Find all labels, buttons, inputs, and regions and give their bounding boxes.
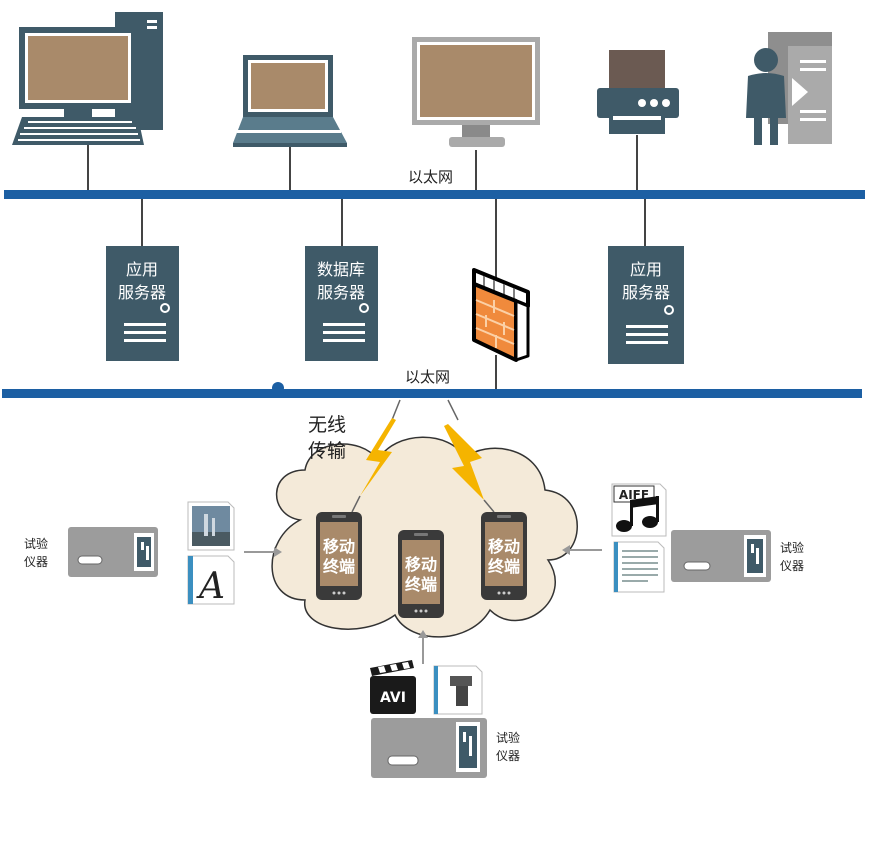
avi-video-file-icon: AVI — [370, 660, 416, 714]
aiff-audio-file-icon: AIFF — [611, 483, 667, 537]
firewall-icon — [472, 268, 530, 362]
user-document-icon — [746, 32, 832, 145]
lightning-icon — [444, 424, 484, 500]
mobile-1-label-line1: 移动 — [323, 537, 355, 556]
server-1-label-line2: 服务器 — [118, 283, 166, 302]
instrument-bottom-label-line2: 仪器 — [496, 749, 520, 763]
printer-icon — [597, 50, 679, 134]
ethernet-line-top — [4, 190, 865, 199]
arrow-right-to-cloud — [562, 545, 602, 555]
ethernet-bottom-label: 以太网 — [405, 368, 450, 386]
middle-drops — [141, 199, 646, 390]
server-3-label-line1: 应用 — [630, 260, 662, 279]
image-file-icon-bottom — [433, 665, 483, 715]
mobile-1-label-line2: 终端 — [323, 557, 355, 576]
avi-label: AVI — [380, 690, 406, 706]
mobile-terminal-right: 移动 终端 — [481, 512, 527, 600]
database-server: 数据库 服务器 — [305, 246, 378, 361]
lightning-icon — [360, 418, 396, 496]
instrument-right-label-line1: 试验 — [780, 540, 804, 555]
arrow-bottom-to-cloud — [418, 630, 428, 664]
mobile-2-label-line1: 移动 — [405, 555, 437, 574]
svg-text:A: A — [196, 566, 225, 607]
mobile-terminal-left: 移动 终端 — [316, 512, 362, 600]
monitor-icon — [412, 37, 540, 147]
mobile-terminal-center: 移动 终端 — [398, 530, 444, 618]
wireless-links — [391, 399, 459, 421]
instrument-right-label-line2: 仪器 — [780, 559, 804, 573]
font-file-icon: A — [187, 555, 235, 607]
mobile-2-label-line2: 终端 — [405, 575, 437, 594]
server-1-label-line1: 应用 — [126, 260, 158, 279]
server-2-label-line2: 服务器 — [317, 283, 365, 302]
ethernet-top-label: 以太网 — [408, 168, 453, 186]
app-server-1: 应用 服务器 — [106, 246, 179, 361]
instrument-left-label-line2: 仪器 — [24, 555, 48, 569]
app-server-2: 应用 服务器 — [608, 246, 684, 364]
wireless-label-line2: 传输 — [308, 440, 346, 462]
arrow-left-to-cloud — [244, 547, 282, 557]
instrument-bottom-label-line1: 试验 — [496, 730, 520, 745]
server-2-label-line1: 数据库 — [317, 260, 365, 279]
test-instrument-right — [671, 530, 771, 582]
mobile-3-label-line2: 终端 — [488, 557, 520, 576]
server-3-label-line2: 服务器 — [622, 283, 670, 302]
top-drops — [87, 135, 638, 190]
test-instrument-bottom — [371, 718, 487, 778]
desktop-computer-icon — [12, 12, 163, 145]
test-instrument-left — [68, 527, 158, 577]
instrument-left-label-line1: 试验 — [24, 536, 48, 551]
image-file-icon — [187, 501, 235, 551]
wireless-label-line1: 无线 — [308, 414, 346, 436]
text-document-icon — [613, 541, 665, 593]
laptop-icon — [233, 55, 347, 147]
mobile-3-label-line1: 移动 — [488, 537, 520, 556]
ethernet-line-bottom — [2, 389, 862, 398]
